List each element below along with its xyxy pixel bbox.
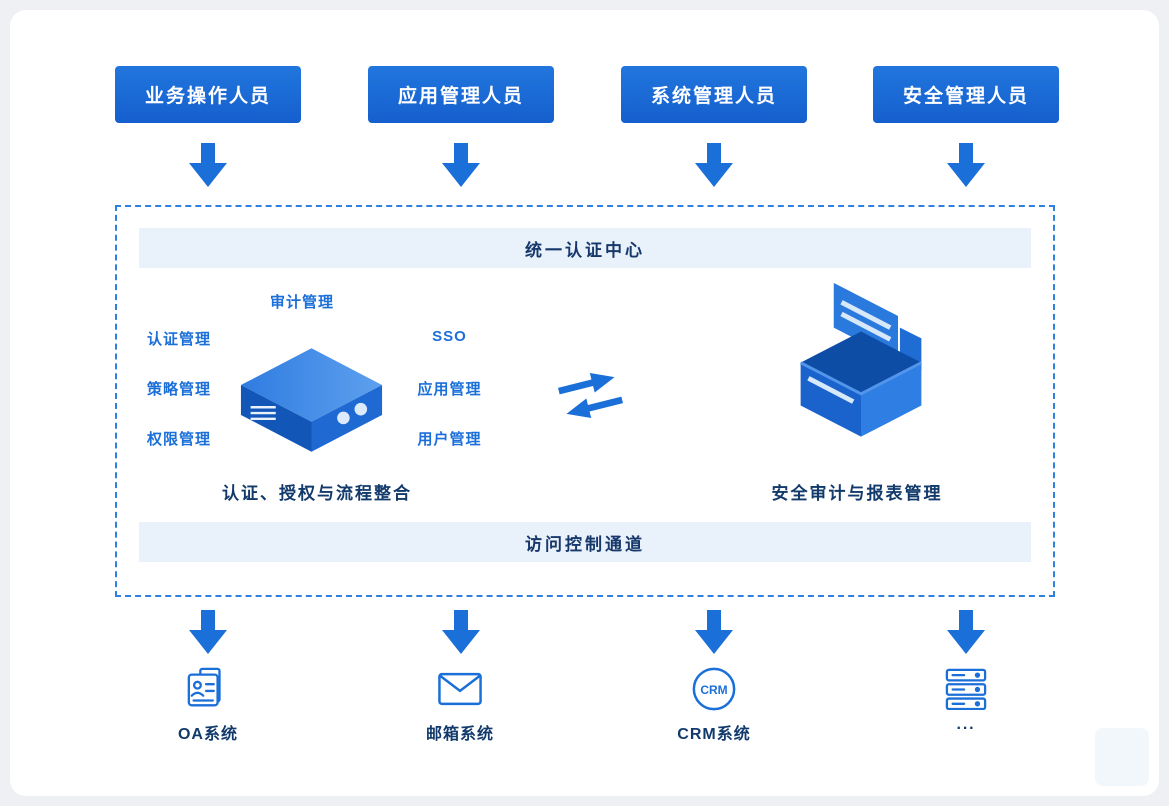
system-label-mail: 邮箱系统 <box>425 726 494 743</box>
feature-label-auth: 认证管理 <box>147 331 212 348</box>
down-arrow-icon <box>695 610 733 654</box>
server-stack-icon <box>936 660 996 718</box>
envelope-icon <box>430 660 490 718</box>
exchange-arrows-icon <box>557 364 624 427</box>
role-box-app-admin: 应用管理人员 <box>368 66 554 123</box>
feature-label-policy: 策略管理 <box>147 381 212 398</box>
crm-icon-text: CRM <box>700 683 727 697</box>
report-box-illustration-icon <box>782 277 940 462</box>
diagram-card: 业务操作人员 应用管理人员 系统管理人员 安全管理人员 统一认证中心 审计管理 … <box>10 10 1159 796</box>
system-label-oa: OA系统 <box>177 726 238 743</box>
server-box-illustration-icon <box>239 331 384 469</box>
feature-label-user-mgmt: 用户管理 <box>417 431 482 448</box>
role-box-security-admin: 安全管理人员 <box>873 66 1059 123</box>
feature-label-app-mgmt: 应用管理 <box>417 381 482 398</box>
auth-center-title: 统一认证中心 <box>525 240 645 260</box>
feature-label-audit: 审计管理 <box>270 294 335 311</box>
access-control-label: 访问控制通道 <box>525 534 645 554</box>
down-arrow-icon <box>189 143 227 187</box>
system-label-crm: CRM系统 <box>677 726 751 743</box>
down-arrow-icon <box>442 143 480 187</box>
down-arrow-icon <box>695 143 733 187</box>
feature-label-permission: 权限管理 <box>147 431 212 448</box>
down-arrow-icon <box>947 143 985 187</box>
down-arrow-icon <box>947 610 985 654</box>
system-label-more: ··· <box>956 720 976 737</box>
auth-center-panel: 统一认证中心 审计管理 认证管理 策略管理 权限管理 SSO 应用管理 用户管理 <box>115 205 1055 597</box>
id-card-icon <box>178 660 238 718</box>
crm-icon: CRM <box>684 660 744 718</box>
role-box-business-operator: 业务操作人员 <box>115 66 301 123</box>
left-module-caption: 认证、授权与流程整合 <box>222 484 412 503</box>
access-control-band: 访问控制通道 <box>139 522 1031 562</box>
down-arrow-icon <box>442 610 480 654</box>
auth-center-title-band: 统一认证中心 <box>139 228 1031 268</box>
role-box-system-admin: 系统管理人员 <box>621 66 807 123</box>
right-module-caption: 安全审计与报表管理 <box>771 484 943 503</box>
watermark <box>1095 728 1149 786</box>
feature-label-sso: SSO <box>432 328 467 345</box>
down-arrow-icon <box>189 610 227 654</box>
